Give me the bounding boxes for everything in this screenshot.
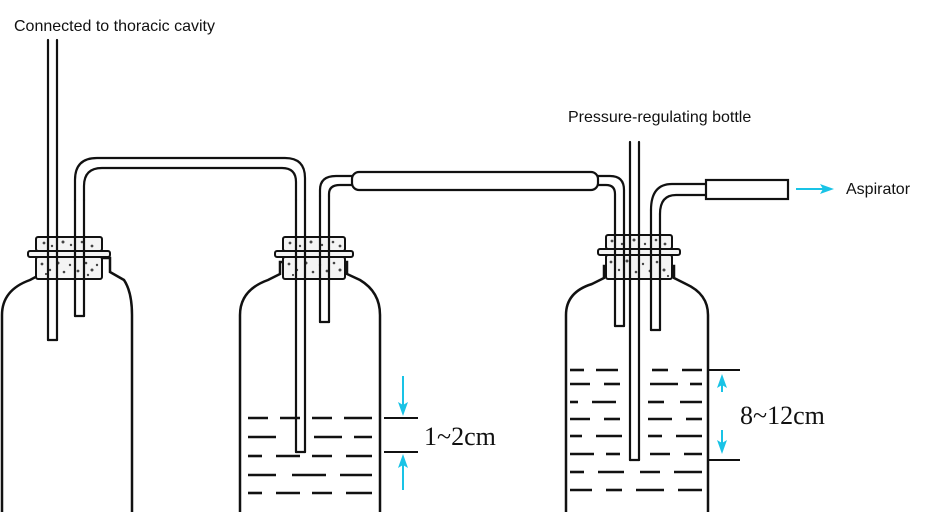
rubber-sleeve — [350, 170, 600, 192]
water-seal-depth-marker — [384, 376, 418, 490]
regulating-depth-marker — [708, 369, 740, 461]
water-seal-water — [248, 416, 372, 495]
pressure-regulating-bottle — [564, 140, 710, 512]
thoracic-cavity-label: Connected to thoracic cavity — [14, 18, 215, 35]
regulating-depth-label: 8~12cm — [740, 401, 825, 430]
pressure-regulating-label: Pressure-regulating bottle — [568, 109, 751, 126]
aspirator-arrow-icon — [796, 184, 834, 194]
water-seal-depth-label: 1~2cm — [424, 422, 496, 451]
aspirator-label: Aspirator — [846, 181, 911, 198]
aspirator-hose — [704, 178, 790, 201]
aspirator-tube — [649, 182, 790, 212]
water-seal-bottle-stopper — [274, 234, 354, 282]
pressure-regulating-stopper — [597, 232, 681, 282]
collection-bottle-stopper — [27, 234, 111, 282]
connecting-tube-1 — [73, 156, 307, 202]
regulating-bottle-water — [570, 368, 702, 492]
